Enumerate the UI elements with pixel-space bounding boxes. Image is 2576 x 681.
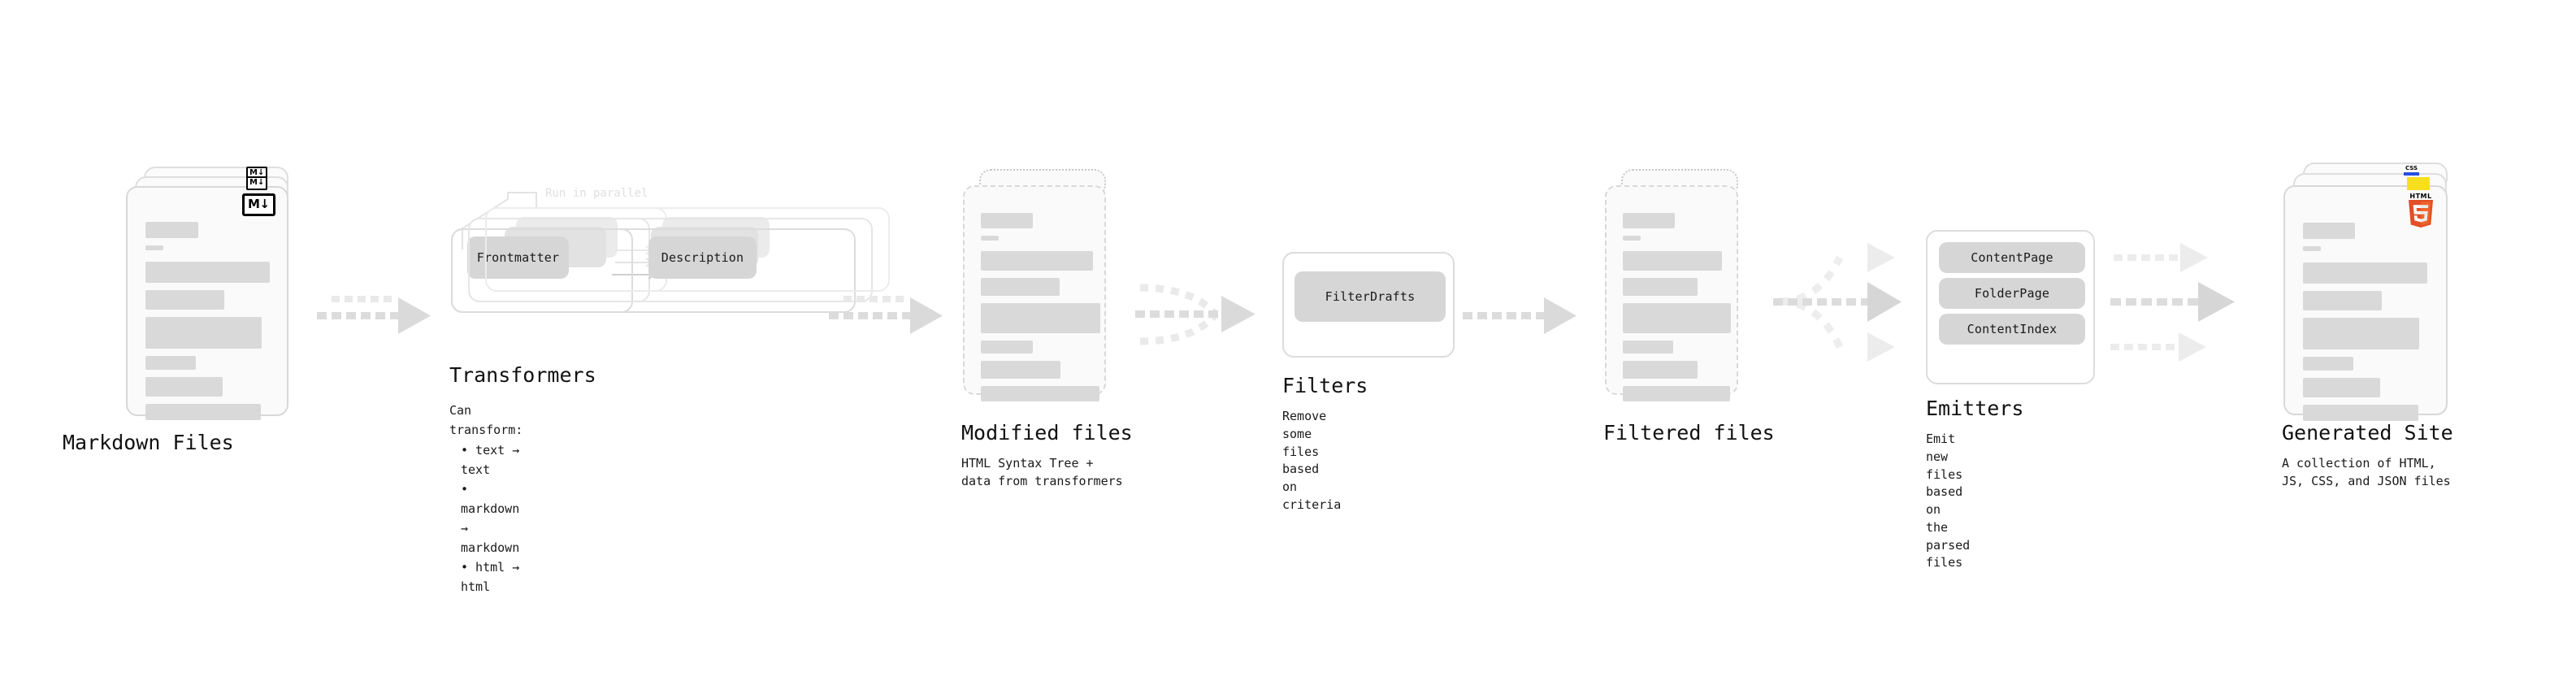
bullet-item: • markdown → markdown	[461, 482, 520, 555]
stage-title-markdown-files: Markdown Files	[63, 431, 234, 454]
placeholder-line	[2303, 291, 2382, 310]
placeholder-line	[1623, 303, 1731, 333]
placeholder-line	[1623, 236, 1641, 241]
pill-folderpage[interactable]: FolderPage	[1939, 278, 2085, 309]
css-badge-label: CSS	[2404, 166, 2420, 176]
stage-desc-generated-site: A collection of HTML, JS, CSS, and JSON …	[2282, 456, 2451, 488]
placeholder-line	[981, 340, 1033, 354]
pill-frontmatter[interactable]: Frontmatter	[467, 236, 569, 279]
stage-desc-emitters: Emit new files based on the parsed files	[1926, 432, 1971, 570]
html5-wordmark: HTML	[2409, 193, 2432, 200]
stage-title-modified-files: Modified files	[961, 421, 1133, 445]
transformer-group-mid-outer	[468, 218, 873, 302]
emitters-group: ContentPage FolderPage ContentIndex	[1926, 230, 2095, 384]
placeholder-line	[981, 213, 1033, 228]
site-file-stack: CSS HTML	[2283, 163, 2478, 423]
placeholder-line	[145, 222, 198, 238]
placeholder-line	[981, 303, 1100, 333]
stage-title-generated-site: Generated Site	[2282, 421, 2453, 445]
html5-icon: HTML	[2407, 193, 2435, 228]
markdown-card-lines	[145, 222, 271, 427]
stage-desc-filters: Remove some files based on criteria	[1282, 409, 1342, 512]
site-card-lines	[2303, 223, 2430, 428]
arrow-markdown-to-transformers	[317, 296, 431, 334]
stage-title-filters: Filters	[1282, 374, 1368, 397]
pill-contentpage[interactable]: ContentPage	[1939, 242, 2085, 273]
modified-card-front	[963, 185, 1106, 401]
pill-contentindex[interactable]: ContentIndex	[1939, 314, 2085, 345]
placeholder-line	[2303, 357, 2353, 371]
bullet-item: • text → text	[461, 443, 520, 477]
placeholder-line	[145, 377, 223, 397]
arrow-filters-to-filtered	[1463, 297, 1576, 334]
placeholder-line	[2303, 318, 2419, 349]
arrow-transformers-to-modified	[829, 296, 943, 334]
html5-shield	[2408, 200, 2434, 228]
markdown-file-stack: M↓ M↓ M↓	[126, 167, 305, 420]
placeholder-line	[981, 361, 1060, 379]
placeholder-line	[2303, 246, 2321, 251]
stage-filtered-files: Filtered files	[1603, 169, 1784, 445]
placeholder-line	[145, 290, 224, 310]
modified-file-stack	[963, 169, 1142, 421]
placeholder-line	[2303, 223, 2355, 239]
stage-modified-files: Modified files HTML Syntax Tree + data f…	[961, 169, 1142, 488]
stage-title-filtered-files: Filtered files	[1603, 421, 1775, 445]
pill-description[interactable]: Description	[648, 236, 757, 279]
filtered-card-front	[1605, 185, 1738, 401]
placeholder-line	[2303, 262, 2427, 284]
placeholder-line	[981, 251, 1093, 271]
placeholder-line	[145, 245, 163, 250]
placeholder-line	[1623, 386, 1730, 401]
filtered-card-lines	[1623, 213, 1731, 409]
pill-filterdrafts[interactable]: FilterDrafts	[1295, 271, 1446, 322]
placeholder-line	[2303, 378, 2380, 397]
markdown-badge-front: M↓	[242, 193, 275, 216]
transformer-group-back-outer	[485, 207, 890, 292]
run-in-parallel-label: Run in parallel	[545, 187, 648, 200]
placeholder-line	[981, 278, 1060, 296]
filters-group: FilterDrafts	[1282, 252, 1455, 358]
arrow-modified-to-filters	[1135, 284, 1255, 345]
stage-desc-modified-files: HTML Syntax Tree + data from transformer…	[961, 456, 1123, 488]
transformer-group-front-outer	[451, 228, 856, 313]
stage-generated-site: CSS HTML Generated Site A collection of …	[2282, 163, 2478, 488]
placeholder-line	[1623, 251, 1722, 271]
placeholder-line	[981, 236, 999, 241]
stage-title-emitters: Emitters	[1926, 397, 2024, 420]
placeholder-line	[1623, 361, 1698, 379]
markdown-badge-mid: M↓	[246, 176, 268, 190]
placeholder-line	[1623, 278, 1698, 296]
placeholder-line	[145, 356, 196, 370]
stage-title-transformers: Transformers	[449, 363, 596, 387]
placeholder-line	[145, 262, 270, 283]
markdown-card-front	[126, 186, 288, 420]
arrow-emitters-to-site	[2110, 243, 2235, 362]
arrow-filtered-to-emitters	[1773, 243, 1902, 362]
placeholder-line	[145, 317, 262, 349]
filtered-file-stack	[1605, 169, 1784, 421]
placeholder-line	[2303, 405, 2418, 421]
bullets-heading: Can transform:	[449, 403, 523, 437]
stage-markdown-files: M↓ M↓ M↓ Markdown Files	[63, 167, 305, 454]
bullet-item: • html → html	[461, 560, 520, 594]
modified-card-lines	[981, 213, 1100, 409]
placeholder-line	[1623, 213, 1675, 228]
js-icon	[2407, 177, 2430, 190]
placeholder-line	[1623, 340, 1673, 354]
css-icon: CSS	[2404, 166, 2420, 176]
placeholder-line	[145, 404, 261, 420]
transformers-bullets: Can transform: • text → text • markdown …	[449, 401, 523, 596]
run-in-parallel-bracket	[462, 192, 537, 249]
placeholder-line	[981, 386, 1099, 401]
